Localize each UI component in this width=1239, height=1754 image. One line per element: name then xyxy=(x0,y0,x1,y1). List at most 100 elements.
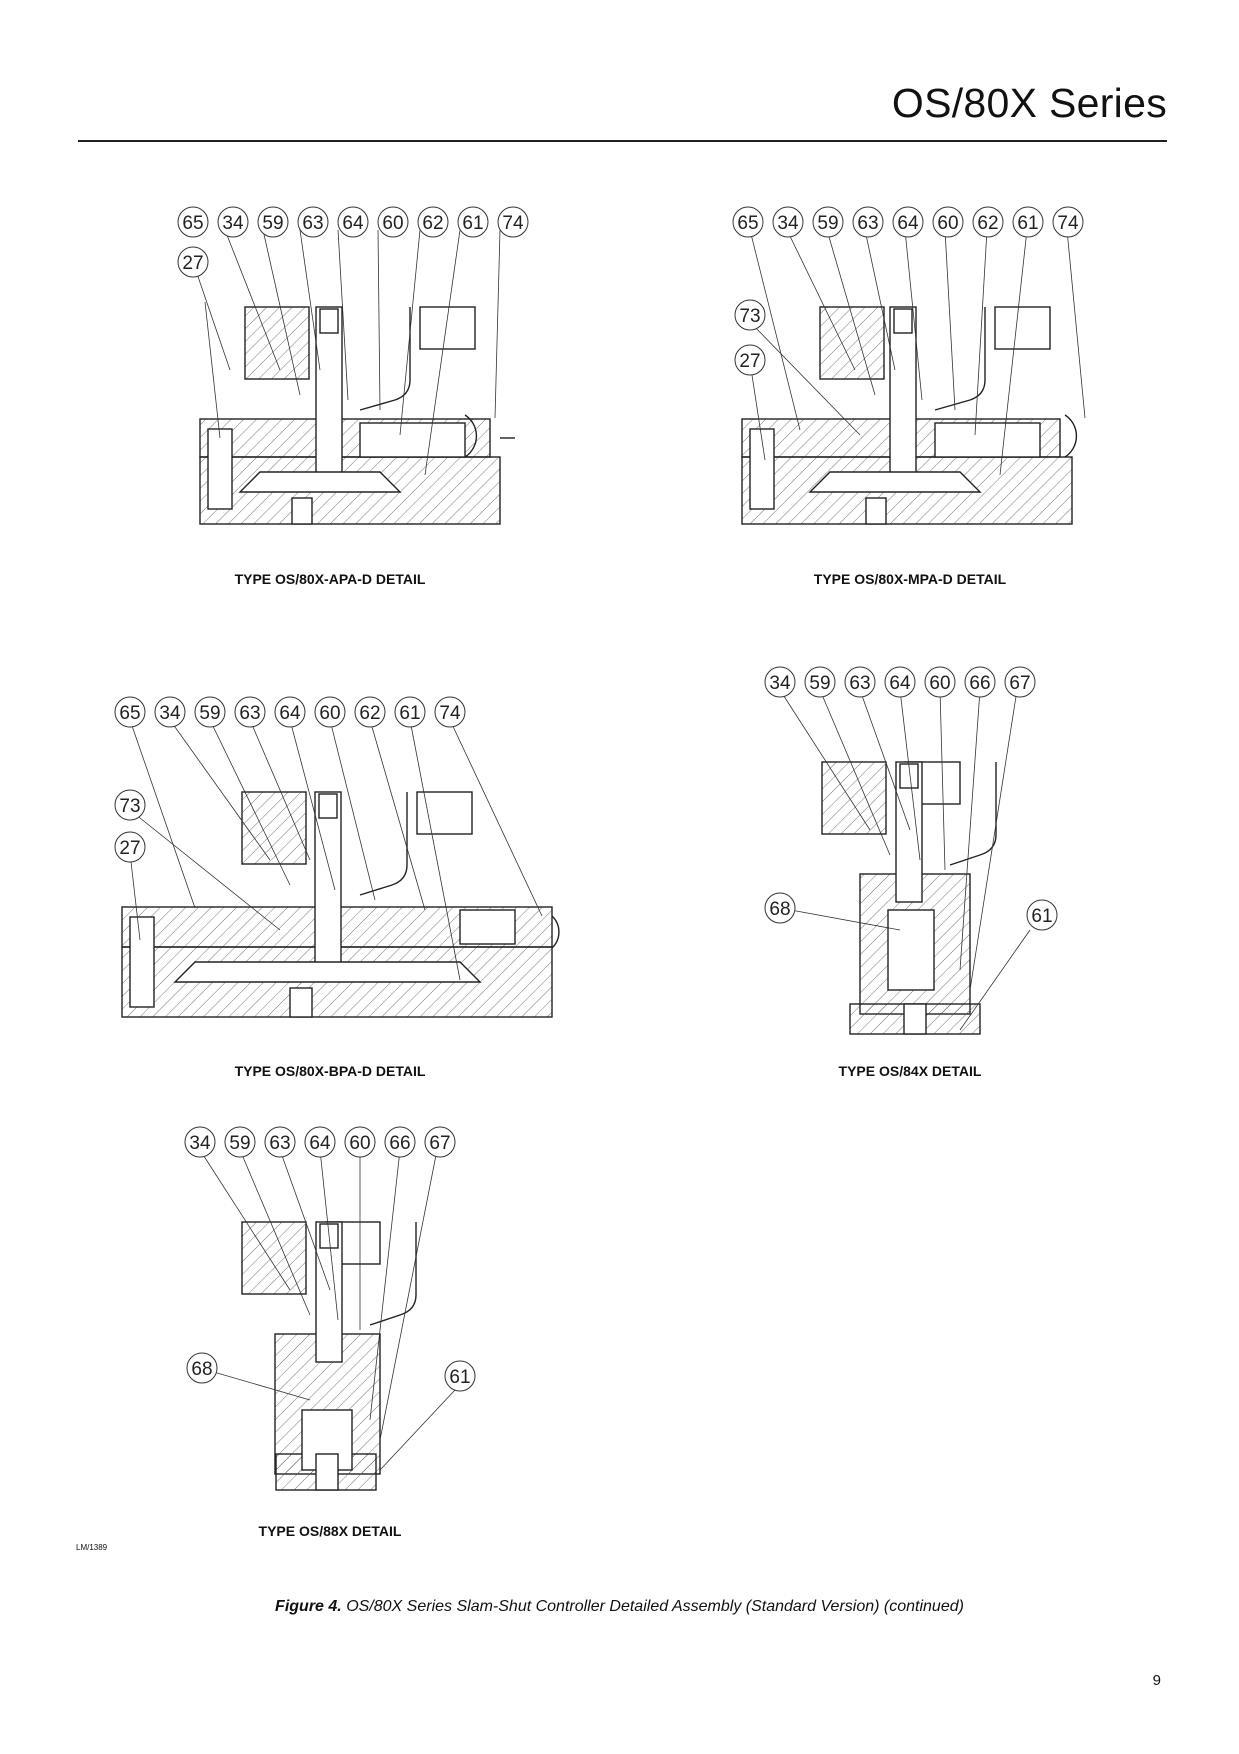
callout-number: 61 xyxy=(462,213,483,234)
callout-bubble xyxy=(932,206,964,238)
callout-number: 65 xyxy=(737,213,758,234)
header-rule xyxy=(78,140,1167,142)
callout-number: 64 xyxy=(309,1133,331,1154)
callout-number: 59 xyxy=(809,673,830,694)
callout-number: 61 xyxy=(399,703,420,724)
callout-bubble xyxy=(732,206,764,238)
callout-number: 63 xyxy=(302,213,323,234)
figure-caption-apa: TYPE OS/80X-APA-D DETAIL xyxy=(234,571,426,587)
callout-number: 60 xyxy=(382,213,403,234)
callout-number: 73 xyxy=(739,306,760,327)
callout-number: 61 xyxy=(1031,906,1052,927)
callout-bubble xyxy=(434,696,466,728)
callout-bubble xyxy=(1052,206,1084,238)
figure-caption-mpa: TYPE OS/80X-MPA-D DETAIL xyxy=(813,571,1007,587)
callout-number: 62 xyxy=(422,213,443,234)
callout-number: 64 xyxy=(889,673,911,694)
callout-number: 34 xyxy=(777,213,799,234)
callout-bubble xyxy=(394,696,426,728)
callout-number: 27 xyxy=(739,351,760,372)
callout-number: 73 xyxy=(119,796,140,817)
callout-bubble xyxy=(194,696,226,728)
callout-number: 64 xyxy=(279,703,301,724)
callout-bubble xyxy=(1026,899,1058,931)
callout-bubble xyxy=(337,206,369,238)
callout-bubble xyxy=(344,1126,376,1158)
callout-bubble xyxy=(734,299,766,331)
callout-number: 65 xyxy=(182,213,203,234)
callout-bubble xyxy=(114,789,146,821)
callout-number: 68 xyxy=(191,1359,212,1380)
callout-number: 63 xyxy=(239,703,260,724)
callout-bubble xyxy=(734,344,766,376)
callout-bubble xyxy=(264,1126,296,1158)
callout-bubble xyxy=(114,831,146,863)
callout-number: 60 xyxy=(937,213,958,234)
callout-bubble xyxy=(384,1126,416,1158)
callout-bubble xyxy=(304,1126,336,1158)
callout-bubble xyxy=(314,696,346,728)
callout-bubble xyxy=(224,1126,256,1158)
callout-number: 74 xyxy=(1057,213,1079,234)
figure-os80x-mpa-d: 65 34 59 63 64 60 62 61 74 73 27 xyxy=(730,200,1130,540)
callout-number: 62 xyxy=(977,213,998,234)
figure-caption-os88x: TYPE OS/88X DETAIL xyxy=(258,1523,402,1539)
figure-os88x: 34 59 63 64 60 66 67 68 61 xyxy=(180,1120,500,1500)
callout-bubble xyxy=(972,206,1004,238)
os88x-assembly-drawing xyxy=(199,1149,456,1491)
figure-caption: Figure 4. OS/80X Series Slam-Shut Contro… xyxy=(0,1598,1239,1616)
figure-caption-bpa: TYPE OS/80X-BPA-D DETAIL xyxy=(234,1063,426,1079)
callout-number: 59 xyxy=(199,703,220,724)
callout-bubble xyxy=(186,1352,218,1384)
callout-bubble xyxy=(764,666,796,698)
callout-number: 60 xyxy=(929,673,950,694)
callout-bubble xyxy=(274,696,306,728)
callout-bubble xyxy=(177,206,209,238)
callout-bubble xyxy=(804,666,836,698)
callout-number: 59 xyxy=(817,213,838,234)
callout-number: 74 xyxy=(502,213,524,234)
callout-bubble xyxy=(844,666,876,698)
callout-bubble xyxy=(457,206,489,238)
callout-bubble xyxy=(964,666,996,698)
callout-bubble xyxy=(377,206,409,238)
callout-number: 34 xyxy=(222,213,244,234)
callout-bubble xyxy=(114,696,146,728)
figure-os80x-apa-d: 65 34 59 63 64 60 62 61 74 27 xyxy=(170,200,550,540)
page-title: OS/80X Series xyxy=(891,80,1167,126)
callout-bubble xyxy=(297,206,329,238)
callout-number: 65 xyxy=(119,703,140,724)
callout-bubble xyxy=(892,206,924,238)
callout-number: 64 xyxy=(342,213,364,234)
callout-number: 64 xyxy=(897,213,919,234)
callout-number: 66 xyxy=(969,673,990,694)
callout-number: 63 xyxy=(857,213,878,234)
os84x-assembly-drawing xyxy=(779,689,1031,1035)
callout-number: 34 xyxy=(769,673,791,694)
callout-bubble xyxy=(354,696,386,728)
callout-number: 63 xyxy=(269,1133,290,1154)
figure-caption-os84x: TYPE OS/84X DETAIL xyxy=(838,1063,982,1079)
callout-bubble xyxy=(924,666,956,698)
bpa-callouts: 65 34 59 63 64 60 62 61 74 73 27 xyxy=(114,696,466,863)
callout-number: 60 xyxy=(349,1133,370,1154)
callout-bubble xyxy=(852,206,884,238)
callout-number: 59 xyxy=(229,1133,250,1154)
callout-number: 34 xyxy=(189,1133,211,1154)
callout-bubble xyxy=(884,666,916,698)
figure-caption-text: OS/80X Series Slam-Shut Controller Detai… xyxy=(346,1598,964,1615)
callout-number: 67 xyxy=(1009,673,1030,694)
mpa-callouts: 65 34 59 63 64 60 62 61 74 73 27 xyxy=(732,206,1084,376)
callout-bubble xyxy=(812,206,844,238)
callout-number: 74 xyxy=(439,703,461,724)
figure-os84x: 34 59 63 64 60 66 67 68 61 xyxy=(760,660,1090,1040)
callout-bubble xyxy=(772,206,804,238)
callout-number: 27 xyxy=(182,253,203,274)
callout-bubble xyxy=(444,1360,476,1392)
apa-assembly-drawing xyxy=(192,229,515,525)
callout-bubble xyxy=(424,1126,456,1158)
callout-bubble xyxy=(1012,206,1044,238)
figure-caption-label: Figure 4. xyxy=(275,1598,342,1615)
callout-bubble xyxy=(177,246,209,278)
callout-bubble xyxy=(417,206,449,238)
